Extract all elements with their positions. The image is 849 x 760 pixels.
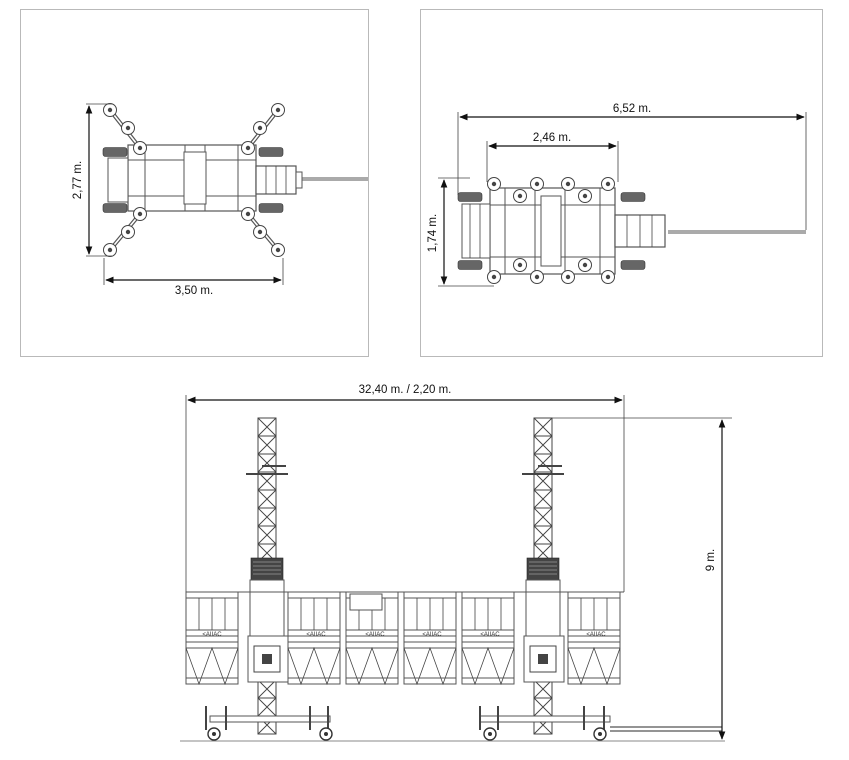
brand-label: <AIIAC (306, 632, 326, 638)
overall-length-label: 6,52 m. (613, 103, 651, 115)
brand-label: <AIIAC (586, 632, 606, 638)
right-mast (522, 417, 565, 735)
platform-height-label: 9 m. (705, 549, 717, 571)
left-mast (246, 417, 289, 735)
height-label-open: 2,77 m. (72, 161, 84, 199)
front-view-drawing (180, 395, 732, 742)
top-view-transport-drawing (438, 112, 807, 287)
inner-length-label: 2,46 m. (533, 132, 571, 144)
top-view-open-drawing (85, 103, 368, 285)
platform-length-label: 32,40 m. / 2,20 m. (359, 384, 452, 396)
brand-label: <AIIAC (480, 632, 500, 638)
height-label-transport: 1,74 m. (427, 214, 439, 252)
brand-label: <AIIAC (365, 632, 385, 638)
brand-label: <AIIAC (422, 632, 442, 638)
brand-label: <AIIAC (202, 632, 222, 638)
width-label-open: 3,50 m. (175, 285, 213, 297)
